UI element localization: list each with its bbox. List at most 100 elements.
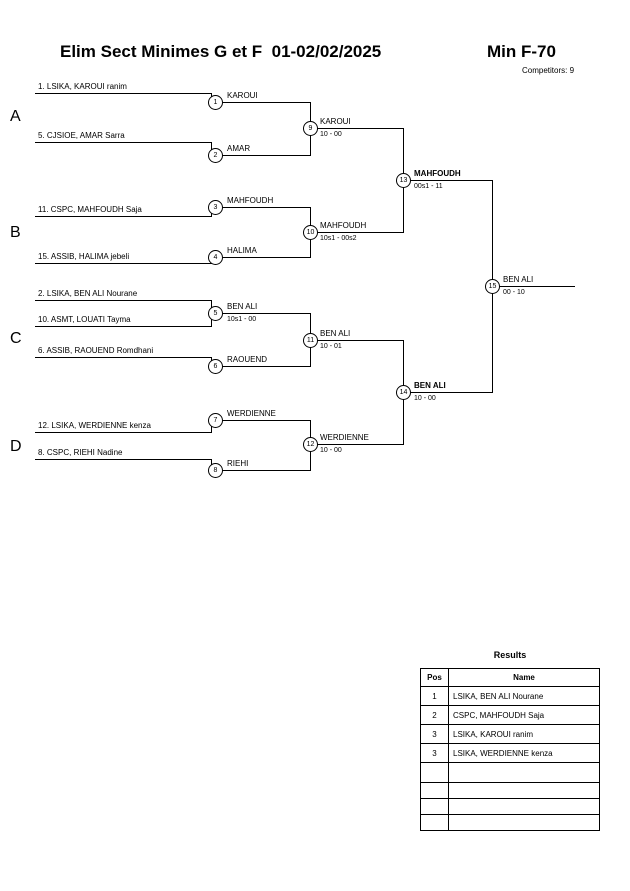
result-name-empty — [448, 814, 600, 831]
winner-line-f10 — [317, 232, 404, 233]
section-label-b: B — [10, 224, 21, 241]
entry-line-5 — [35, 300, 212, 301]
fight-6-circle: 6 — [208, 359, 223, 374]
results-table: Pos Name 1 LSIKA, BEN ALI Nourane 2 CSPC… — [420, 668, 600, 831]
entry-name-2: 5. CJSIOE, AMAR Sarra — [38, 131, 125, 140]
fight-10-winner: MAHFOUDH — [320, 221, 367, 230]
fight-15-score: 00 - 10 — [503, 289, 525, 296]
fight-11-score: 10 - 01 — [320, 343, 342, 350]
result-pos-empty — [420, 762, 449, 783]
fight-14-winner: BEN ALI — [414, 381, 446, 390]
fight-1-winner: KAROUI — [227, 91, 258, 100]
entry-name-7: 6. ASSIB, RAOUEND Romdhani — [38, 346, 154, 355]
results-header-row: Pos Name — [420, 668, 600, 687]
fight-9-score: 10 - 00 — [320, 131, 342, 138]
fight-12-circle: 12 — [303, 437, 318, 452]
fight-4-circle: 4 — [208, 250, 223, 265]
winner-line-f9 — [317, 128, 404, 129]
entry-line-4 — [35, 263, 212, 264]
entry-name-1: 1. LSIKA, KAROUI ranim — [38, 82, 127, 91]
winner-line-f13 — [410, 180, 493, 181]
entry-line-9 — [35, 459, 212, 460]
fight-10-score: 10s1 - 00s2 — [320, 235, 357, 242]
fight-14-score: 10 - 00 — [414, 395, 436, 402]
fight-12-winner: WERDIENNE — [320, 433, 369, 442]
winner-line-f6 — [222, 366, 311, 367]
fight-8-winner: RIEHI — [227, 459, 249, 468]
result-row: 2 CSPC, MAHFOUDH Saja — [420, 705, 600, 725]
fight-6-winner: RAOUEND — [227, 355, 268, 364]
entry-line-2 — [35, 142, 212, 143]
entry-name-5: 2. LSIKA, BEN ALI Nourane — [38, 289, 138, 298]
winner-line-f7 — [222, 420, 311, 421]
fight-13-circle: 13 — [396, 173, 411, 188]
fight-5-winner: BEN ALI — [227, 302, 258, 311]
winner-line-f1 — [222, 102, 311, 103]
result-name: LSIKA, KAROUI ranim — [448, 724, 600, 744]
winner-line-f8 — [222, 470, 311, 471]
fight-15-circle: 15 — [485, 279, 500, 294]
result-name: LSIKA, BEN ALI Nourane — [448, 686, 600, 706]
result-pos: 1 — [420, 686, 449, 706]
result-name-empty — [448, 782, 600, 799]
entry-name-6: 10. ASMT, LOUATI Tayma — [38, 315, 131, 324]
winner-line-f5 — [222, 313, 311, 314]
winner-line-f4 — [222, 257, 311, 258]
fight-3-winner: MAHFOUDH — [227, 196, 274, 205]
result-pos: 3 — [420, 724, 449, 744]
fight-15-winner: BEN ALI — [503, 275, 534, 284]
fight-7-circle: 7 — [208, 413, 223, 428]
winner-line-f12 — [317, 444, 404, 445]
result-pos-empty — [420, 814, 449, 831]
result-row-empty — [420, 762, 600, 783]
section-label-a: A — [10, 108, 21, 125]
fight-5-circle: 5 — [208, 306, 223, 321]
result-row-empty — [420, 782, 600, 799]
results-title: Results — [493, 650, 527, 660]
winner-line-f14 — [410, 392, 493, 393]
result-pos-empty — [420, 798, 449, 815]
entry-name-8: 12. LSIKA, WERDIENNE kenza — [38, 421, 151, 430]
fight-10-circle: 10 — [303, 225, 318, 240]
category-title: Min F-70 — [487, 42, 556, 61]
col-header-name: Name — [448, 668, 600, 687]
competitors-count: Competitors: 9 — [522, 66, 575, 75]
fight-4-winner: HALIMA — [227, 246, 257, 255]
fight-2-circle: 2 — [208, 148, 223, 163]
result-name-empty — [448, 798, 600, 815]
fight-8-circle: 8 — [208, 463, 223, 478]
entry-line-6 — [35, 326, 212, 327]
col-header-pos: Pos — [420, 668, 449, 687]
section-label-c: C — [10, 330, 22, 347]
entry-name-4: 15. ASSIB, HALIMA jebeli — [38, 252, 130, 261]
result-row-empty — [420, 814, 600, 831]
fight-13-winner: MAHFOUDH — [414, 169, 461, 178]
section-label-d: D — [10, 438, 22, 455]
fight-5-score: 10s1 - 00 — [227, 316, 257, 323]
entry-line-8 — [35, 432, 212, 433]
result-pos: 2 — [420, 705, 449, 725]
winner-line-f3 — [222, 207, 311, 208]
entry-line-1 — [35, 93, 212, 94]
result-name: LSIKA, WERDIENNE kenza — [448, 743, 600, 763]
fight-9-winner: KAROUI — [320, 117, 351, 126]
fight-11-circle: 11 — [303, 333, 318, 348]
fight-12-score: 10 - 00 — [320, 447, 342, 454]
result-row: 1 LSIKA, BEN ALI Nourane — [420, 686, 600, 706]
winner-line-f11 — [317, 340, 404, 341]
result-row: 3 LSIKA, WERDIENNE kenza — [420, 743, 600, 763]
fight-9-circle: 9 — [303, 121, 318, 136]
result-name-empty — [448, 762, 600, 783]
fight-2-winner: AMAR — [227, 144, 251, 153]
fight-3-circle: 3 — [208, 200, 223, 215]
result-name: CSPC, MAHFOUDH Saja — [448, 705, 600, 725]
entry-name-9: 8. CSPC, RIEHI Nadine — [38, 448, 123, 457]
winner-line-f2 — [222, 155, 311, 156]
fight-1-circle: 1 — [208, 95, 223, 110]
result-pos-empty — [420, 782, 449, 799]
entry-name-3: 11. CSPC, MAHFOUDH Saja — [38, 205, 142, 214]
result-row-empty — [420, 798, 600, 815]
fight-14-circle: 14 — [396, 385, 411, 400]
result-pos: 3 — [420, 743, 449, 763]
